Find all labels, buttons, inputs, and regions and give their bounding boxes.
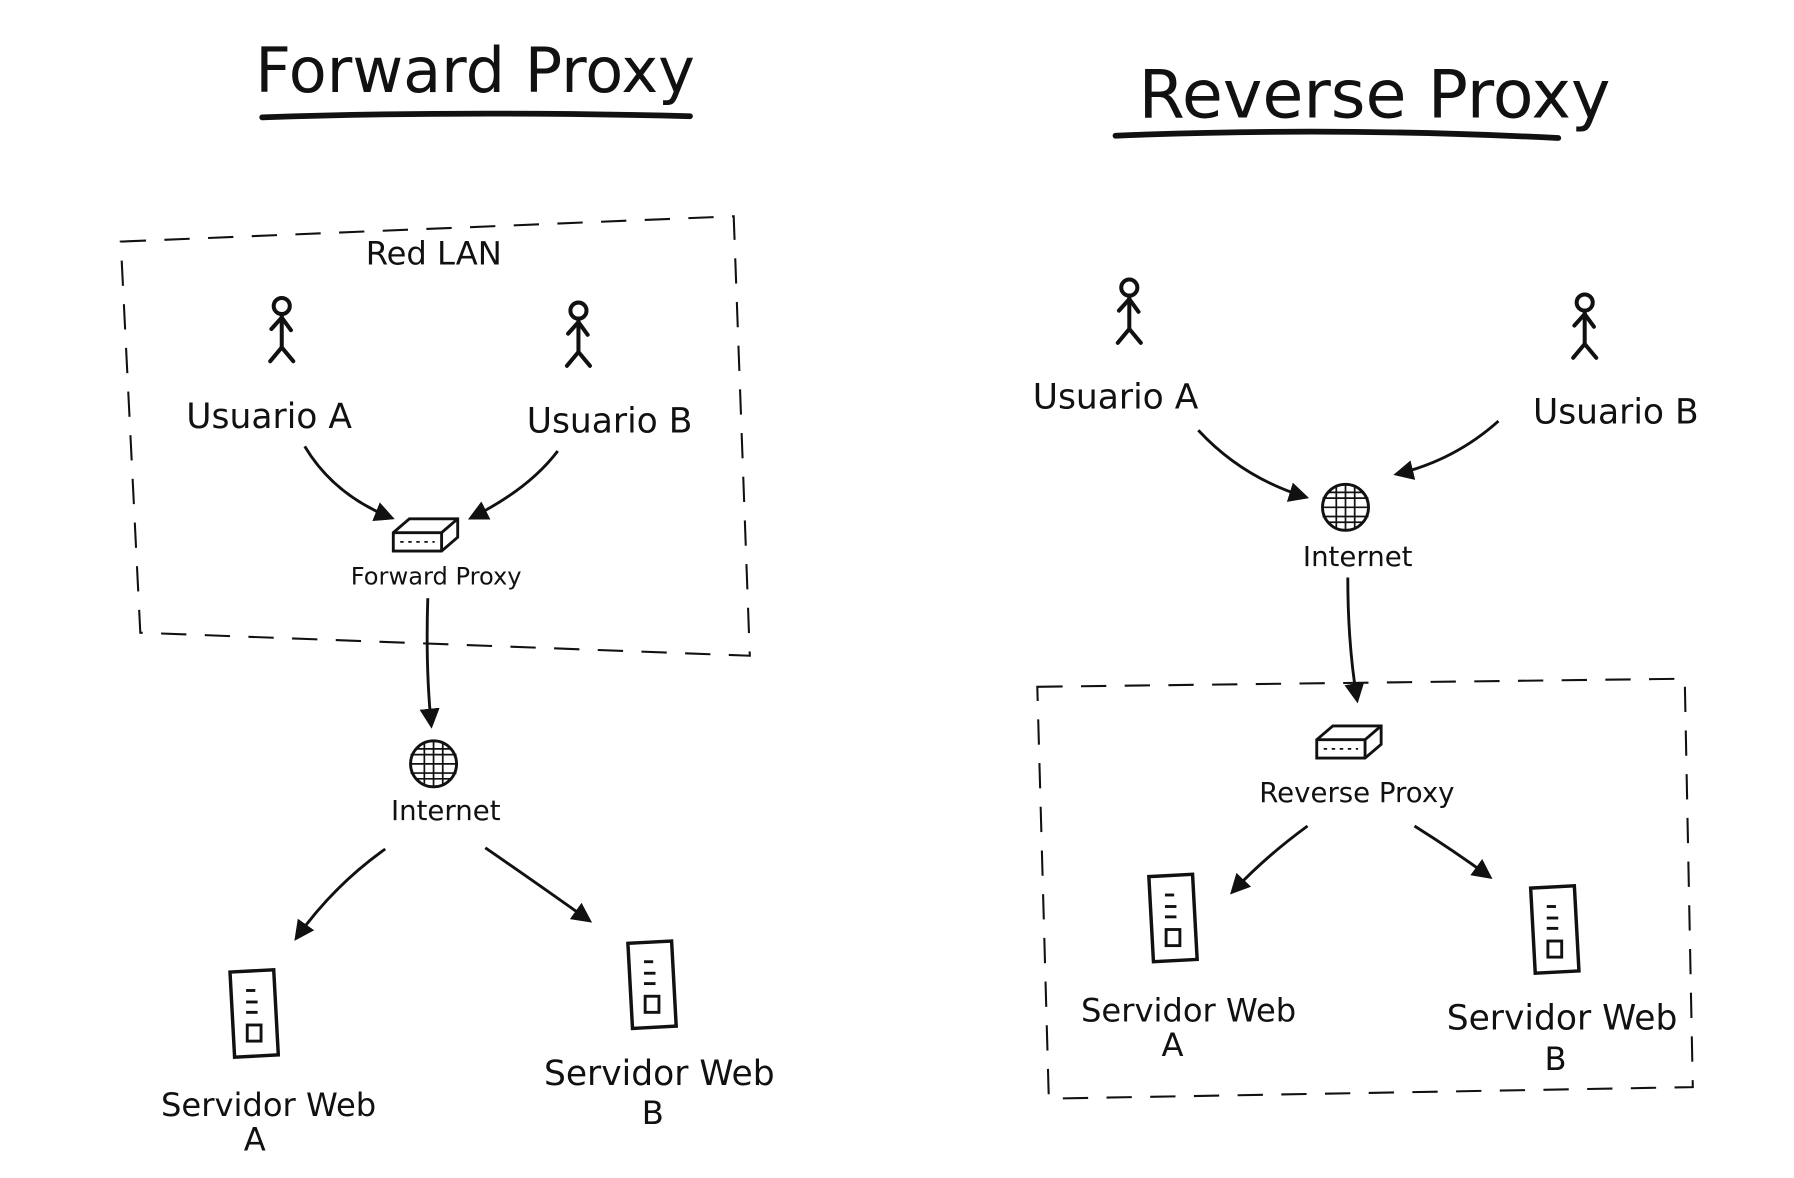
lan-zone-label: Red LAN bbox=[366, 235, 502, 273]
user-a-label: Usuario A bbox=[186, 397, 352, 437]
arrow-reverse-proxy-to-server-b bbox=[1413, 824, 1493, 879]
lan-zone-boundary bbox=[119, 215, 751, 657]
reverse-proxy-label: Reverse Proxy bbox=[1259, 776, 1454, 809]
reverse-title-underline bbox=[1112, 128, 1562, 141]
forward-proxy-section: Forward Proxy Red LAN Usuario A Usuario … bbox=[119, 34, 775, 1158]
user-b-label: Usuario B bbox=[527, 402, 693, 442]
internet-globe-icon bbox=[1321, 482, 1370, 532]
internet-label: Internet bbox=[391, 794, 501, 827]
arrow-user-a-to-forward-proxy bbox=[303, 445, 395, 522]
web-server-a-label: Servidor Web bbox=[161, 1086, 376, 1124]
arrow-forward-proxy-to-internet bbox=[419, 598, 440, 729]
arrow-internet-to-server-b bbox=[484, 846, 593, 923]
arrow-internet-to-reverse-proxy bbox=[1344, 577, 1365, 704]
user-b-icon bbox=[1573, 295, 1596, 358]
internet-globe-icon bbox=[409, 739, 458, 789]
arrow-user-a-to-internet bbox=[1197, 429, 1310, 502]
user-a-icon bbox=[270, 298, 293, 361]
arrow-user-b-to-internet bbox=[1393, 419, 1500, 480]
user-a-icon bbox=[1118, 280, 1141, 343]
arrow-user-b-to-forward-proxy bbox=[467, 450, 559, 520]
reverse-proxy-section: Reverse Proxy Usuario A Usuario B Intern… bbox=[1033, 55, 1699, 1100]
forward-title-underline bbox=[259, 110, 693, 121]
reverse-proxy-server-icon bbox=[1315, 724, 1383, 760]
internet-label: Internet bbox=[1303, 540, 1413, 573]
web-server-b-label: Servidor Web bbox=[1447, 999, 1678, 1039]
web-server-a-icon bbox=[228, 968, 281, 1059]
user-b-icon bbox=[567, 303, 590, 366]
web-server-b-icon bbox=[1528, 884, 1581, 975]
forward-title: Forward Proxy bbox=[255, 34, 695, 107]
web-server-b-icon bbox=[626, 939, 678, 1031]
forward-proxy-server-icon bbox=[391, 517, 460, 553]
web-server-a-label: Servidor Web bbox=[1081, 992, 1296, 1030]
web-server-b-label: Servidor Web bbox=[544, 1054, 775, 1094]
user-a-label: Usuario A bbox=[1033, 377, 1199, 417]
reverse-title: Reverse Proxy bbox=[1139, 55, 1611, 133]
arrow-internet-to-server-a bbox=[294, 847, 387, 941]
forward-proxy-label: Forward Proxy bbox=[351, 562, 522, 590]
web-server-a-letter: A bbox=[1162, 1026, 1184, 1064]
web-server-a-letter: A bbox=[244, 1120, 266, 1158]
web-server-b-letter: B bbox=[1544, 1040, 1566, 1078]
user-b-label: Usuario B bbox=[1533, 392, 1699, 432]
web-server-a-icon bbox=[1147, 872, 1199, 964]
web-server-b-letter: B bbox=[642, 1094, 664, 1132]
server-zone-boundary bbox=[1036, 677, 1694, 1100]
arrow-reverse-proxy-to-server-a bbox=[1230, 824, 1309, 895]
